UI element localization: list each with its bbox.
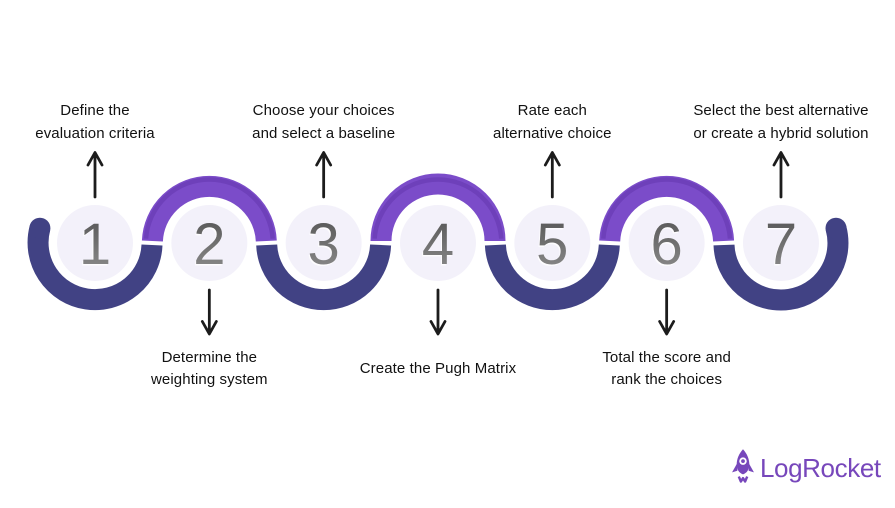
wave-arc-bottom bbox=[256, 244, 392, 311]
step-number: 2 bbox=[193, 212, 225, 277]
arrow-down-icon bbox=[200, 288, 218, 336]
step-number: 5 bbox=[536, 212, 568, 277]
wave-arc-top bbox=[370, 173, 506, 242]
arrow-up-icon bbox=[86, 151, 104, 199]
wave-arc-top-rim bbox=[143, 177, 275, 239]
wave-end-cap bbox=[825, 217, 847, 239]
wave-arc-bottom bbox=[713, 225, 849, 311]
logrocket-wordmark: LogRocket bbox=[760, 453, 881, 483]
step-label: Create the Pugh Matrix bbox=[359, 359, 517, 377]
step-label: Choose your choices and select a baselin… bbox=[252, 102, 396, 142]
step-number-highlight: 2 bbox=[192, 214, 224, 279]
step-number: 4 bbox=[422, 212, 454, 277]
step-label: Select the best alternative or create a … bbox=[693, 102, 869, 142]
step-number-highlight: 6 bbox=[650, 214, 682, 279]
step-number: 1 bbox=[79, 212, 111, 277]
step-circle bbox=[628, 205, 705, 281]
step-circle bbox=[399, 205, 476, 281]
arrow-up-icon bbox=[772, 151, 790, 199]
step-number: 3 bbox=[308, 212, 340, 277]
arrow-down-icon bbox=[658, 288, 676, 336]
wave-arc-top bbox=[599, 175, 735, 242]
step-number: 7 bbox=[765, 212, 797, 277]
wave-arc-top bbox=[141, 175, 277, 242]
arrow-down-icon bbox=[429, 288, 447, 336]
step-number-highlight: 5 bbox=[535, 214, 567, 279]
step-label: Define the evaluation criteria bbox=[35, 102, 155, 142]
wave-start-cap bbox=[29, 217, 51, 239]
step-circle bbox=[514, 205, 591, 281]
step-circle bbox=[742, 205, 819, 281]
wave-arc-bottom bbox=[27, 225, 163, 311]
logrocket-logo: LogRocket bbox=[729, 446, 881, 488]
step-label: Total the score and rank the choices bbox=[602, 348, 731, 389]
step-number-highlight: 7 bbox=[764, 214, 796, 279]
step-circle bbox=[171, 205, 248, 281]
wave-arc-bottom bbox=[484, 244, 620, 311]
arrow-up-icon bbox=[543, 151, 561, 199]
step-circle bbox=[285, 205, 362, 281]
step-number: 6 bbox=[651, 212, 683, 277]
step-number-highlight: 4 bbox=[421, 214, 453, 279]
step-number-highlight: 3 bbox=[307, 214, 339, 279]
wave-arc-top-rim bbox=[372, 177, 504, 239]
rocket-icon bbox=[732, 449, 754, 483]
step-label: Rate each alternative choice bbox=[493, 102, 612, 142]
wave-arc-top-rim bbox=[601, 177, 733, 239]
step-number-highlight: 1 bbox=[78, 214, 110, 279]
arrow-up-icon bbox=[315, 151, 333, 199]
step-label: Determine the weighting system bbox=[151, 348, 268, 389]
step-circle bbox=[57, 205, 133, 281]
